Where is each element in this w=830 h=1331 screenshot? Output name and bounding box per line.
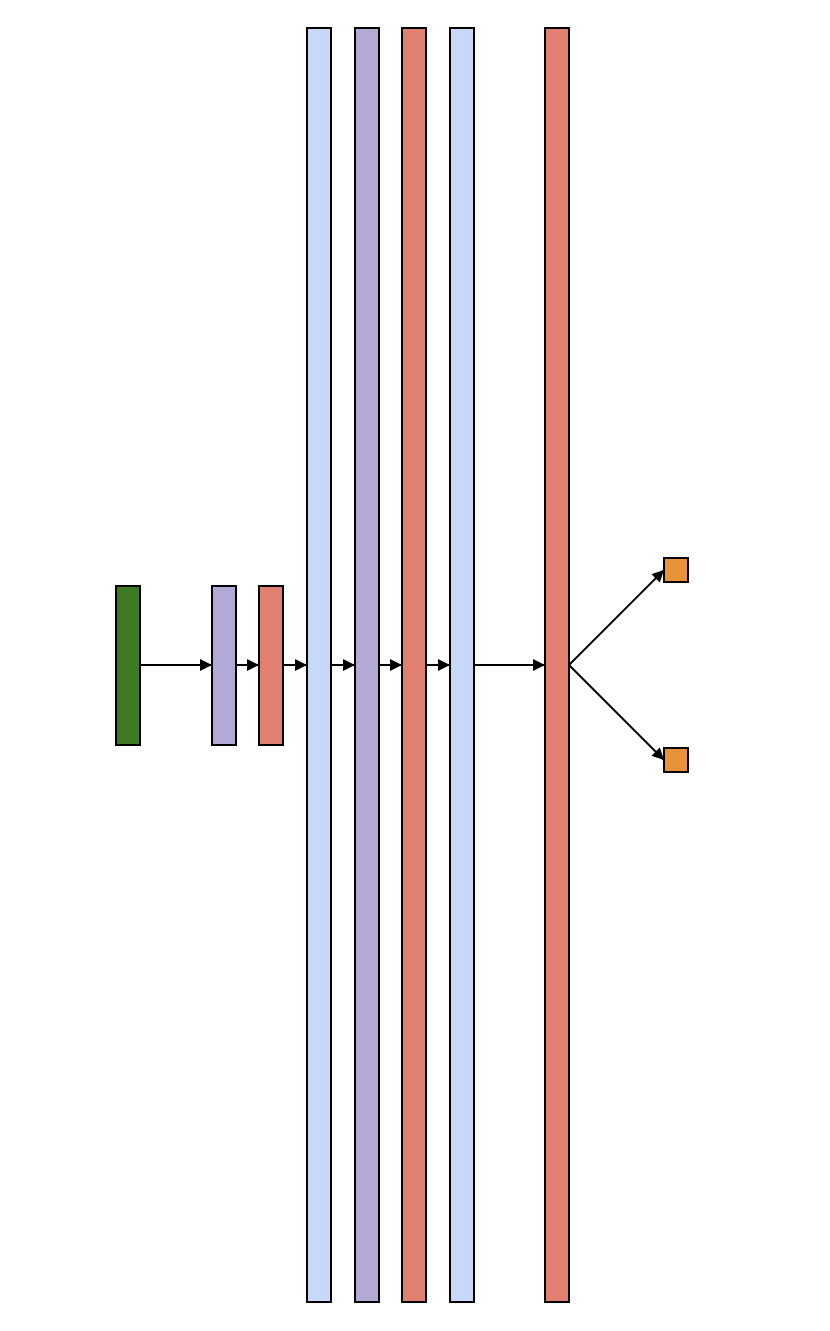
connection-arrows xyxy=(140,569,665,761)
layer-2-block xyxy=(258,585,284,746)
arrow-layer-7-to-output-1 xyxy=(568,569,665,666)
layer-1-block xyxy=(211,585,237,746)
layer-5-block xyxy=(401,27,427,1303)
output-2-block xyxy=(663,747,689,773)
layer-3-block xyxy=(306,27,332,1303)
output-1-block xyxy=(663,557,689,583)
layer-blocks xyxy=(115,27,689,1303)
input-block xyxy=(115,585,141,746)
layer-4-block xyxy=(354,27,380,1303)
layer-6-block xyxy=(449,27,475,1303)
arrow-layer-7-to-output-2 xyxy=(568,664,665,761)
layer-7-block xyxy=(544,27,570,1303)
